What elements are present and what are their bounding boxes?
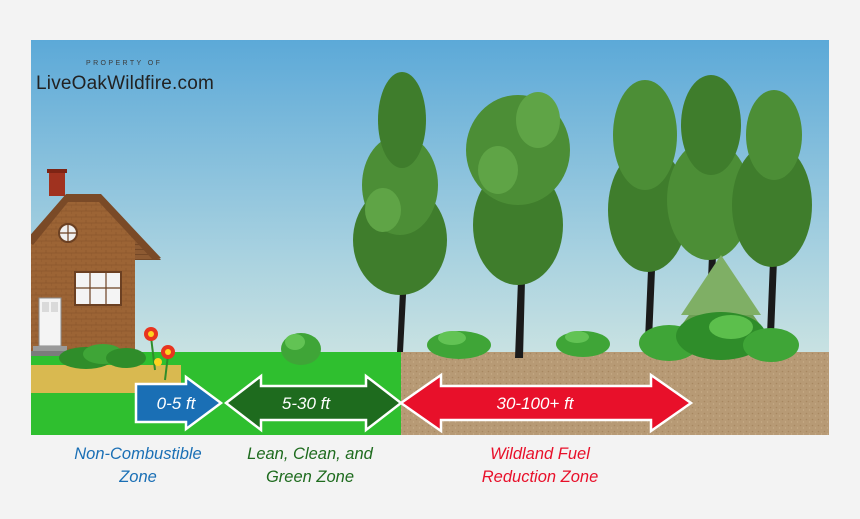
arrow-30-100-ft — [398, 372, 694, 434]
tree-5 — [732, 90, 812, 335]
tree-4 — [667, 75, 751, 330]
lean-zone-shrub — [281, 333, 321, 365]
tree-2 — [466, 92, 570, 358]
zone-caption-non-combustible: Non-Combustible Zone — [74, 445, 202, 486]
arrow-0-5-ft — [134, 374, 224, 432]
tree-3 — [608, 80, 688, 340]
house — [31, 169, 161, 356]
scene-illustration — [31, 40, 829, 435]
arrow-label-30-100-ft: 30-100+ ft — [496, 394, 574, 413]
arrow-label-0-5-ft: 0-5 ft — [156, 394, 196, 413]
zone-caption-wildland-fuel: Wildland Fuel Reduction Zone — [481, 445, 599, 486]
shrubs-right — [639, 312, 799, 362]
tree-1 — [353, 72, 447, 352]
house-shrub — [59, 344, 146, 369]
zone-caption-lean-clean-green: Lean, Clean, and Green Zone — [247, 445, 373, 486]
arrow-label-5-30-ft: 5-30 ft — [281, 394, 331, 413]
shrubs-middle — [427, 331, 610, 359]
flowers — [144, 327, 175, 381]
scene — [31, 40, 829, 435]
